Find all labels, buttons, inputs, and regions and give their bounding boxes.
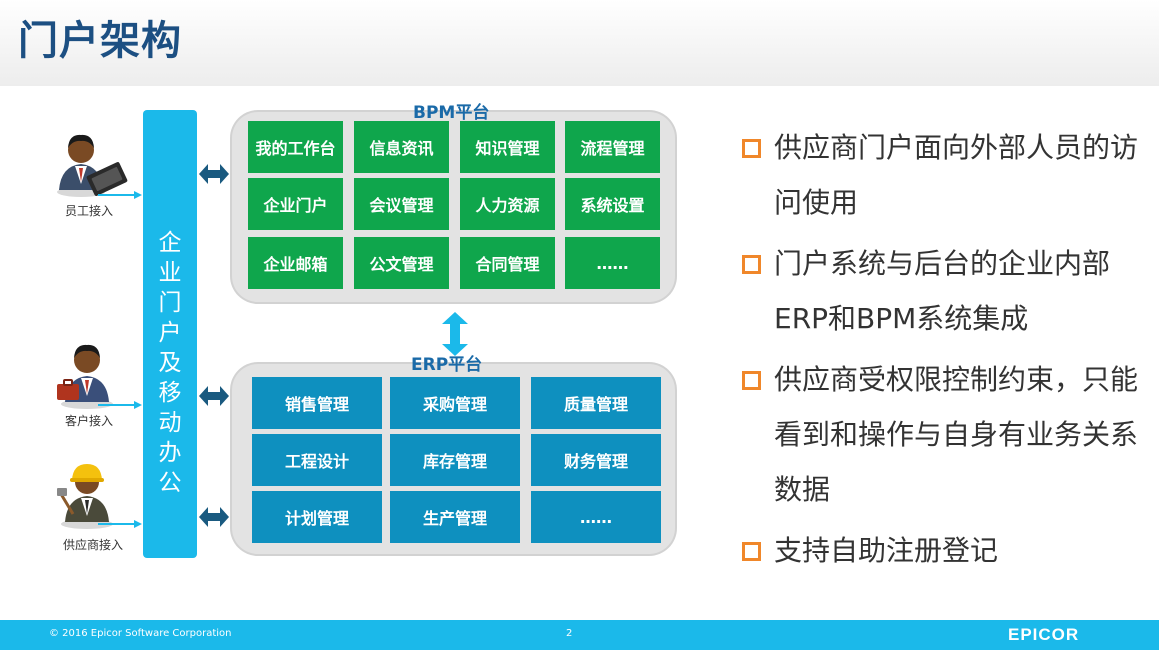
bullet-text: 供应商受权限控制约束，只能看到和操作与自身有业务关系数据: [774, 363, 1139, 506]
erp-module-8: ……: [531, 491, 661, 543]
erp-module-4: 库存管理: [390, 434, 520, 486]
bpm-module-1: 信息资讯: [354, 121, 449, 173]
bullet-text: 供应商门户面向外部人员的访问使用: [774, 131, 1139, 219]
bullet-item-1: 门户系统与后台的企业内部ERP和BPM系统集成: [742, 236, 1152, 346]
page-number: 2: [566, 628, 573, 639]
bpm-module-4: 企业门户: [248, 178, 343, 230]
employee-label: 员工接入: [65, 204, 114, 218]
erp-module-5: 财务管理: [531, 434, 661, 486]
bullet-text: 支持自助注册登记: [774, 534, 999, 567]
bpm-module-9: 公文管理: [354, 237, 449, 289]
bullet-text: 门户系统与后台的企业内部ERP和BPM系统集成: [774, 247, 1111, 335]
bpm-module-0: 我的工作台: [248, 121, 343, 173]
erp-module-1: 采购管理: [390, 377, 520, 429]
header-band: [0, 0, 1159, 86]
bullet-item-2: 供应商受权限控制约束，只能看到和操作与自身有业务关系数据: [742, 352, 1152, 517]
erp-module-6: 计划管理: [252, 491, 382, 543]
employee-arrow-icon: [98, 191, 142, 199]
supplier-label: 供应商接入: [63, 538, 124, 552]
erp-module-2: 质量管理: [531, 377, 661, 429]
bpm-erp-link-arrow-icon: [442, 312, 468, 356]
bullet-list: 供应商门户面向外部人员的访问使用门户系统与后台的企业内部ERP和BPM系统集成供…: [742, 120, 1152, 584]
footer-bar: © 2016 Epicor Software Corporation 2 EPI…: [0, 620, 1159, 650]
erp-link-arrow-icon-1: [199, 386, 229, 406]
bpm-module-11: ……: [565, 237, 660, 289]
bullet-square-icon: [742, 255, 761, 274]
supplier-arrow-icon: [98, 520, 142, 528]
erp-link-arrow-icon-2: [199, 507, 229, 527]
portal-mobile-text: 企业门户及移动办公: [158, 230, 182, 496]
bpm-module-2: 知识管理: [460, 121, 555, 173]
bpm-link-arrow-icon: [199, 164, 229, 184]
bullet-square-icon: [742, 139, 761, 158]
bullet-square-icon: [742, 371, 761, 390]
erp-module-0: 销售管理: [252, 377, 382, 429]
erp-module-3: 工程设计: [252, 434, 382, 486]
supplier-person-icon: [57, 464, 113, 529]
portal-mobile-bar: 企业门户及移动办公: [143, 110, 197, 558]
erp-module-7: 生产管理: [390, 491, 520, 543]
copyright-text: © 2016 Epicor Software Corporation: [49, 628, 232, 639]
bpm-module-5: 会议管理: [354, 178, 449, 230]
slide-title: 门户架构: [18, 18, 182, 64]
customer-person-icon: [57, 344, 113, 409]
bpm-module-6: 人力资源: [460, 178, 555, 230]
customer-label: 客户接入: [65, 414, 114, 428]
erp-platform-title: ERP平台: [411, 355, 483, 375]
customer-arrow-icon: [98, 401, 142, 409]
epicor-logo: EPICOR: [1008, 625, 1080, 644]
bpm-module-3: 流程管理: [565, 121, 660, 173]
bpm-module-8: 企业邮箱: [248, 237, 343, 289]
bullet-square-icon: [742, 542, 761, 561]
bpm-module-10: 合同管理: [460, 237, 555, 289]
bullet-item-3: 支持自助注册登记: [742, 523, 1152, 578]
employee-person-icon: [57, 134, 128, 197]
bpm-platform-title: BPM平台: [413, 103, 490, 123]
bullet-item-0: 供应商门户面向外部人员的访问使用: [742, 120, 1152, 230]
bpm-module-7: 系统设置: [565, 178, 660, 230]
